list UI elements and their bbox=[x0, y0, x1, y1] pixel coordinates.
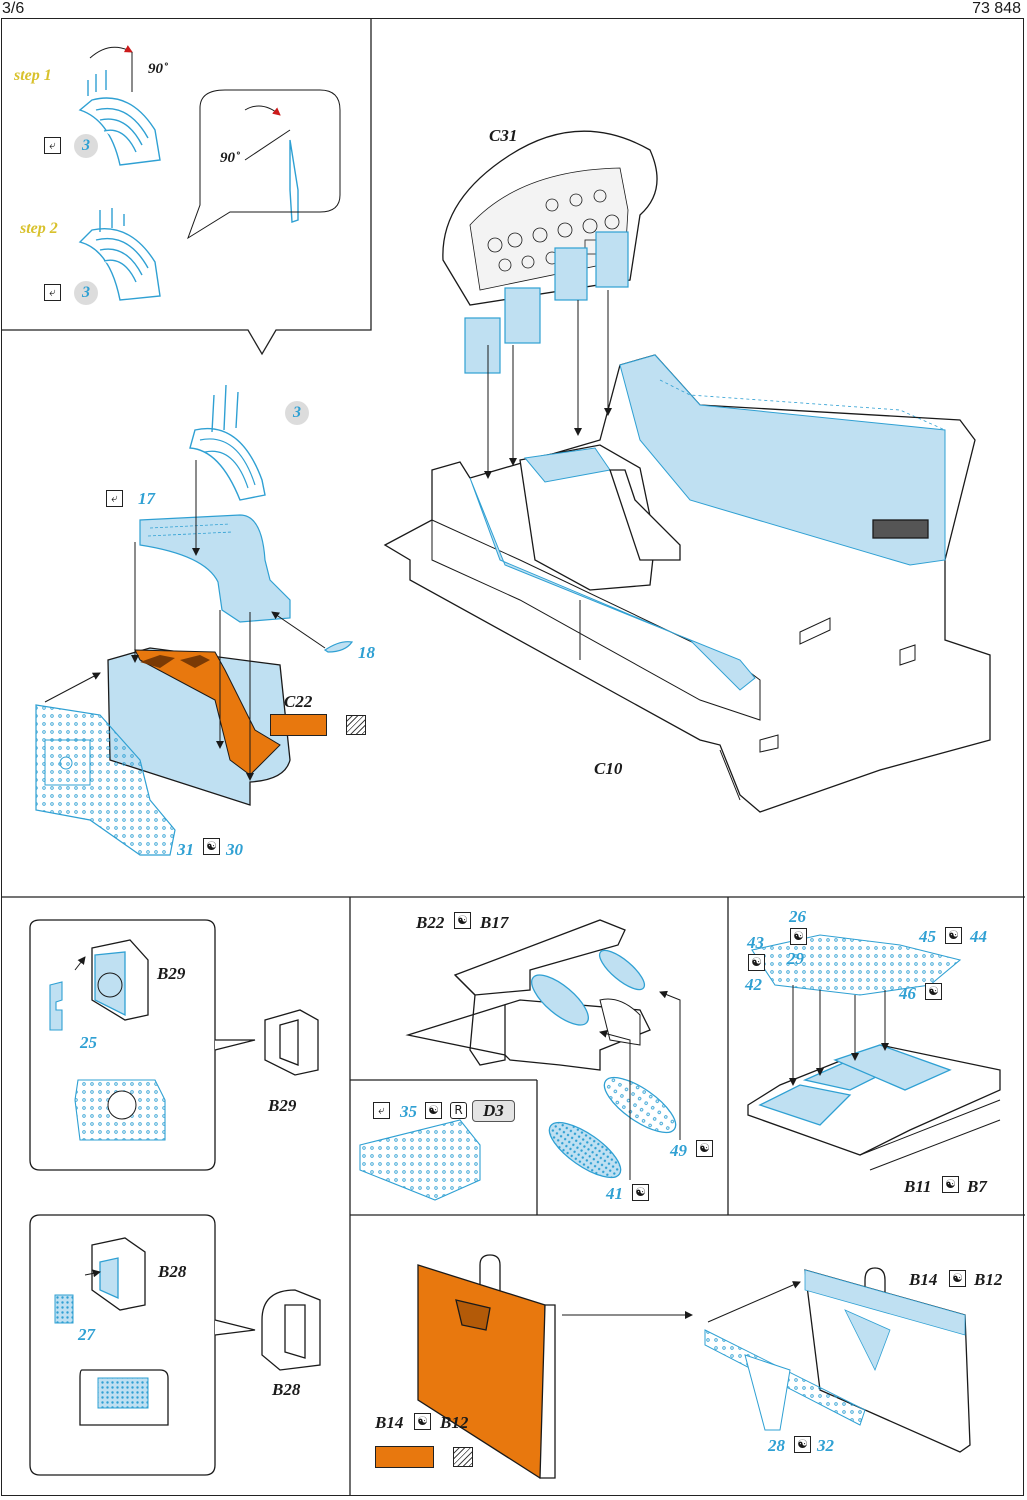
part-45-label: 45 bbox=[919, 927, 936, 946]
part-49-label: 49 bbox=[670, 1141, 687, 1160]
part-b17-label: B17 bbox=[480, 913, 509, 932]
console-assembly-drawing bbox=[35, 384, 354, 856]
alternative-icon: ☯ bbox=[949, 1270, 966, 1287]
alternative-icon: ☯ bbox=[696, 1140, 713, 1157]
floor-arrows bbox=[789, 985, 889, 1086]
orange-paint-swatch bbox=[375, 1446, 434, 1468]
alternative-icon: ☯ bbox=[794, 1436, 811, 1453]
cockpit-arrows bbox=[484, 290, 612, 479]
part-42-label: 42 bbox=[745, 975, 762, 994]
part-46-label: 46 bbox=[899, 984, 916, 1003]
part-28-label: 28 bbox=[768, 1436, 785, 1455]
page-frame bbox=[1, 18, 1024, 1496]
part-b7-label: B7 bbox=[967, 1177, 987, 1196]
part-30-label: 30 bbox=[226, 840, 243, 859]
product-code: 73 848 bbox=[972, 0, 1021, 17]
part-b29-label-2: B29 bbox=[268, 1096, 297, 1115]
part-35-label: 35 bbox=[400, 1102, 417, 1121]
part-c10-label: C10 bbox=[594, 759, 623, 778]
bend-symbol-icon: ⤶ bbox=[106, 490, 123, 507]
bend-symbol-icon: ⤶ bbox=[373, 1102, 390, 1119]
bulkhead-fit-arrow bbox=[707, 1281, 801, 1323]
part-b11-label: B11 bbox=[904, 1177, 932, 1196]
part-27-label: 27 bbox=[78, 1325, 95, 1344]
alternative-icon: ☯ bbox=[454, 912, 471, 929]
floor-drawing bbox=[747, 934, 1001, 1171]
bulkhead-drawing bbox=[417, 1254, 971, 1479]
b29-arrow bbox=[74, 956, 86, 971]
part-c31-label: C31 bbox=[489, 126, 518, 145]
b28-arrow bbox=[84, 1269, 101, 1278]
angle-label-2: 90˚ bbox=[220, 150, 240, 166]
b22-arrows bbox=[599, 990, 681, 1180]
part-3-main: 3 bbox=[285, 401, 309, 425]
part-b12-label: B12 bbox=[440, 1413, 469, 1432]
b22-drawing bbox=[359, 919, 677, 1201]
part-43-label: 43 bbox=[747, 933, 764, 952]
panel-dividers bbox=[1, 18, 1025, 1496]
bend-symbol-icon: ⤶ bbox=[44, 284, 61, 301]
part-26-label: 26 bbox=[789, 907, 806, 926]
step-2-label: step 2 bbox=[20, 220, 58, 237]
b29-drawing bbox=[29, 919, 319, 1171]
step-angle-marks bbox=[89, 45, 341, 240]
alternative-icon: ☯ bbox=[203, 838, 220, 855]
hatch-icon bbox=[453, 1447, 473, 1467]
orange-paint-swatch bbox=[270, 714, 327, 736]
part-17-label: 17 bbox=[138, 489, 155, 508]
part-b22-label: B22 bbox=[416, 913, 445, 932]
part-3-step1: 3 bbox=[74, 134, 98, 158]
part-32-label: 32 bbox=[817, 1436, 834, 1455]
alternative-icon: ☯ bbox=[945, 927, 962, 944]
part-d3-label: D3 bbox=[472, 1100, 515, 1122]
part-b14-label: B14 bbox=[375, 1413, 404, 1432]
part-b28-label-2: B28 bbox=[272, 1380, 301, 1399]
alternative-icon: ☯ bbox=[632, 1184, 649, 1201]
page-number: 3/6 bbox=[2, 0, 25, 17]
hatch-icon bbox=[346, 715, 366, 735]
part-25-label: 25 bbox=[80, 1033, 97, 1052]
part-b28-label: B28 bbox=[158, 1262, 187, 1281]
console-assembly-arrows bbox=[44, 460, 326, 781]
step-1-label: step 1 bbox=[14, 67, 52, 84]
alternative-icon: ☯ bbox=[925, 983, 942, 1000]
bend-symbol-icon: ⤶ bbox=[44, 137, 61, 154]
alternative-icon: ☯ bbox=[790, 928, 807, 945]
step-detail-drawings bbox=[78, 70, 299, 301]
angle-label-1: 90˚ bbox=[148, 61, 168, 77]
part-b14-label-2: B14 bbox=[909, 1270, 938, 1289]
alternative-icon: ☯ bbox=[748, 954, 765, 971]
part-3-step2: 3 bbox=[74, 281, 98, 305]
part-c22-label: C22 bbox=[284, 692, 313, 711]
cockpit-drawing bbox=[383, 130, 991, 813]
resin-icon: R bbox=[450, 1102, 467, 1119]
alternative-icon: ☯ bbox=[942, 1176, 959, 1193]
part-31-label: 31 bbox=[177, 840, 194, 859]
alternative-icon: ☯ bbox=[425, 1102, 442, 1119]
b28-drawing bbox=[29, 1214, 321, 1476]
alternative-icon: ☯ bbox=[414, 1413, 431, 1430]
part-b12-label-2: B12 bbox=[974, 1270, 1003, 1289]
part-18-label: 18 bbox=[358, 643, 375, 662]
part-44-label: 44 bbox=[970, 927, 987, 946]
part-b29-label: B29 bbox=[157, 964, 186, 983]
part-29-label: 29 bbox=[787, 949, 804, 968]
part-41-label: 41 bbox=[606, 1184, 623, 1203]
